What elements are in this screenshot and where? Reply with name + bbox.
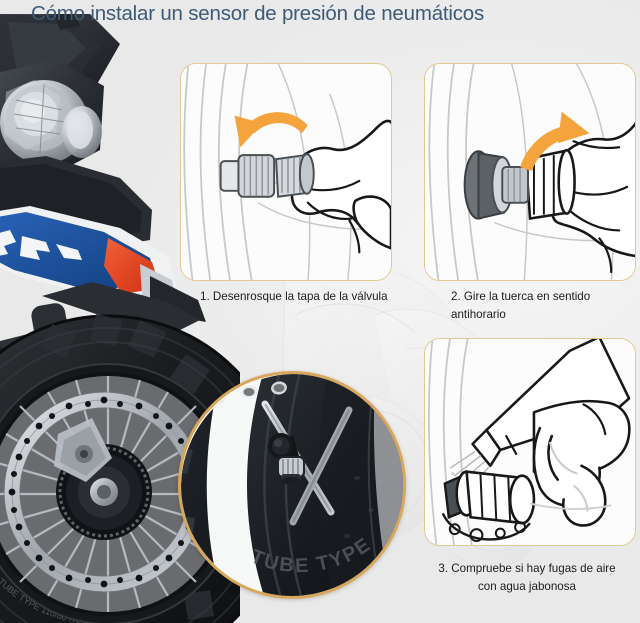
step-3-illustration-panel [424, 338, 636, 546]
step-1-arrow [234, 112, 308, 148]
step-2-illustration-panel [424, 63, 636, 281]
step-3-caption-line-2: con agua jabonosa [478, 579, 576, 593]
step-1-caption: 1. Desenrosque la tapa de la válvula [200, 288, 415, 306]
step-2-arrow [520, 111, 590, 172]
svg-text:TUBE TYPE 110/80 R19: TUBE TYPE 110/80 R19 [0, 576, 86, 623]
step-2-caption: 2. Gire la tuerca en sentido antihorario [451, 288, 636, 323]
step-3-caption: 3. Compruebe si hay fugas de aire con ag… [417, 560, 637, 595]
page-title: Cómo instalar un sensor de presión de ne… [31, 2, 485, 25]
valve-stem-zoom-callout: TUBE TYPE [178, 371, 406, 599]
step-1-caption-line-1: 1. Desenrosque la tapa de la válvula [200, 290, 388, 303]
step-2-caption-line-1: 2. Gire la tuerca en sentido [451, 290, 591, 303]
step-2-caption-line-2: antihorario [451, 307, 506, 321]
step-3-caption-line-1: 3. Compruebe si hay fugas de aire [438, 562, 616, 575]
step-1-illustration-panel [180, 63, 392, 281]
